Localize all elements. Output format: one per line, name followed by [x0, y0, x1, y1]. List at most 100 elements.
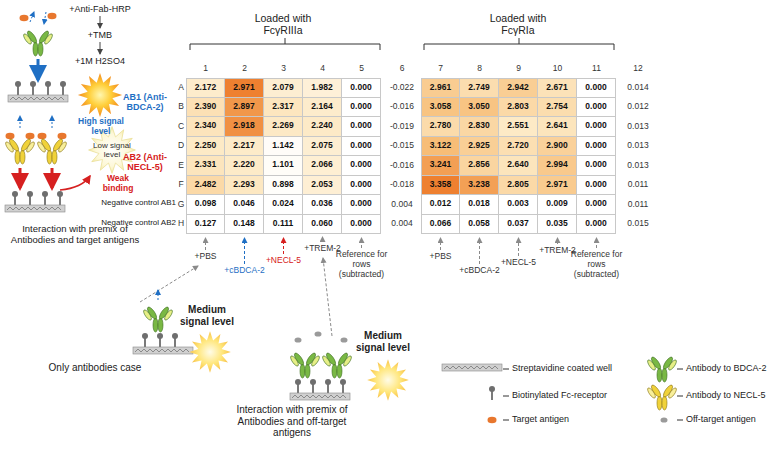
row-letter: F — [176, 176, 186, 196]
table-cell: 0.013 — [618, 137, 658, 157]
dashed-arrow — [20, 116, 21, 128]
target-antigen — [38, 133, 47, 139]
table-cell: -0.022 — [383, 78, 421, 98]
column-number: 11 — [577, 64, 616, 74]
table-cell: 2.900 — [538, 137, 577, 157]
table-cell: 2.075 — [303, 137, 342, 157]
table-cell: 0.000 — [577, 78, 616, 98]
dashed-arrow — [557, 238, 558, 244]
step-label: +TMB — [65, 30, 135, 40]
legend-samples — [442, 356, 683, 423]
table-cell: 0.000 — [342, 78, 381, 98]
receptor-icon — [310, 379, 316, 393]
caption-text: Interaction with premix of Antibodies an… — [222, 404, 362, 439]
dashed-arrow — [30, 12, 34, 22]
receptor-icon — [57, 191, 63, 205]
column-number: 3 — [264, 64, 303, 74]
table-cell: 2.971 — [225, 78, 264, 98]
table-cell: 2.172 — [186, 78, 225, 98]
table-cell: 0.046 — [225, 195, 264, 215]
column-number: 6 — [383, 64, 421, 74]
table-cell: 2.971 — [538, 176, 577, 196]
table-cell: 2.720 — [499, 137, 538, 157]
legend-receptor — [489, 386, 495, 400]
receptor-icon — [15, 81, 21, 95]
row-letter: G — [176, 195, 186, 215]
table-cell: 0.000 — [342, 195, 381, 215]
table-cell: 2.331 — [186, 156, 225, 176]
receptor-icon — [142, 333, 148, 347]
legend-text: Streptavidine coated well — [512, 363, 642, 373]
table-cell: 0.066 — [421, 215, 460, 235]
receptor-icon — [295, 379, 301, 393]
dashed-arrow — [140, 266, 198, 302]
table-cell: 0.000 — [577, 137, 616, 157]
table-cell: 3.241 — [421, 156, 460, 176]
signal-burst — [78, 73, 122, 117]
legend-dash — [677, 396, 683, 397]
caption-text: Only antibodies case — [35, 362, 155, 374]
well-surface — [5, 205, 65, 212]
table-cell: -0.018 — [383, 176, 421, 196]
column-number: 9 — [499, 64, 538, 74]
receptor-icon — [30, 81, 36, 95]
antibody-icon — [289, 352, 320, 378]
dashed-arrow — [52, 116, 53, 128]
dashed-arrow — [323, 258, 332, 336]
reference-note: Reference for rows (subtracted) — [565, 250, 629, 279]
dashed-arrow — [440, 238, 441, 250]
table-cell: 0.000 — [577, 156, 616, 176]
row-letter: H — [176, 215, 186, 235]
table-cell: 2.293 — [225, 176, 264, 196]
row-label: Negative control AB1 — [90, 198, 176, 207]
signal-label: Medium signal level — [178, 304, 236, 327]
treatment-label: +PBS — [416, 252, 466, 262]
signal-burst — [367, 359, 409, 401]
table-cell: 2.942 — [499, 78, 538, 98]
table-cell: 3.058 — [421, 98, 460, 118]
table-cell: 0.014 — [618, 78, 658, 98]
table-cell: 2.897 — [225, 98, 264, 118]
antibody-icon — [142, 306, 173, 332]
binding-arrow — [51, 168, 54, 188]
table-cell: 2.317 — [264, 98, 303, 118]
receptor-icon — [45, 81, 51, 95]
receptor-icon — [325, 379, 331, 393]
table-cell: 0.012 — [618, 98, 658, 118]
table-cell: 0.127 — [186, 215, 225, 235]
well-surface — [133, 347, 193, 354]
legend-text: Antibody to BDCA-2 — [686, 363, 770, 373]
dashed-arrow — [44, 12, 46, 24]
legend-dash — [677, 369, 683, 370]
table-cell: 0.003 — [499, 195, 538, 215]
dashed-arrow — [361, 238, 362, 248]
row-letter: E — [176, 156, 186, 176]
table-cell: 2.390 — [186, 98, 225, 118]
dashed-arrow — [283, 238, 284, 254]
table-cell: 2.749 — [460, 78, 499, 98]
receptor-icon — [60, 81, 66, 95]
table-cell: 0.000 — [577, 117, 616, 137]
row-group-label: AB2 (Anti-NECL-5) — [114, 152, 176, 173]
legend-surface — [442, 364, 502, 371]
table-cell: 0.000 — [342, 215, 381, 235]
column-number: 7 — [421, 64, 460, 74]
well-surface — [290, 393, 350, 400]
table-cell: 2.551 — [499, 117, 538, 137]
table-cell: 0.018 — [460, 195, 499, 215]
table-cell: 0.000 — [342, 137, 381, 157]
column-number: 8 — [460, 64, 499, 74]
table-cell: -0.015 — [383, 137, 421, 157]
table-cell: 0.015 — [618, 215, 658, 235]
row-letter: D — [176, 137, 186, 157]
row-letter: C — [176, 117, 186, 137]
treatment-label: +cBDCA-2 — [220, 266, 270, 276]
table-cell: 0.000 — [577, 215, 616, 235]
off-target-antigen — [295, 337, 302, 342]
table-cell: 0.000 — [342, 156, 381, 176]
table-cell: -0.019 — [383, 117, 421, 137]
signal-label: Medium signal level — [354, 330, 412, 353]
table-cell: 0.004 — [383, 215, 421, 235]
treatment-label: +PBS — [181, 252, 231, 262]
